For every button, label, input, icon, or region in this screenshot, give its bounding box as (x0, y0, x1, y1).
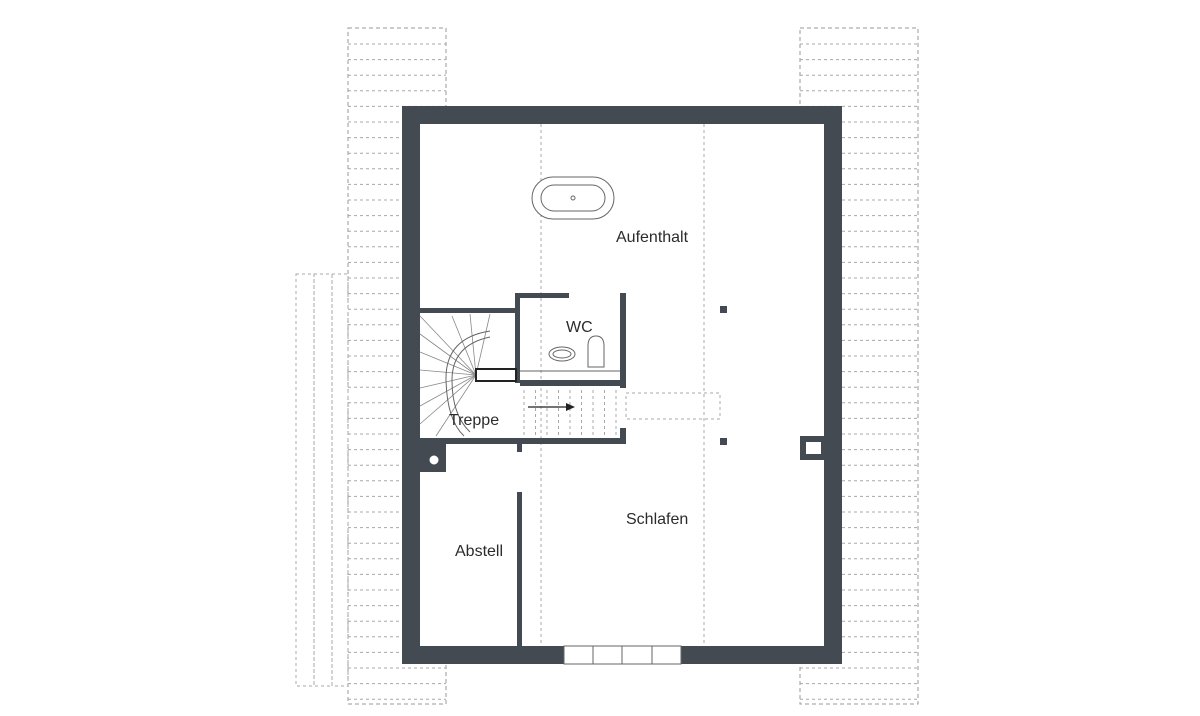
stair-winder (419, 333, 477, 376)
stair-winder (419, 374, 477, 389)
room-label-schlafen: Schlafen (626, 511, 688, 528)
interior-walls (420, 293, 727, 646)
window-bottom (563, 645, 682, 665)
roof-panel-left (347, 27, 447, 705)
stair-winder (451, 315, 477, 376)
roof-overhang-left (295, 273, 349, 687)
stair-winder (419, 374, 477, 407)
stair-arrow-icon (566, 403, 575, 411)
outer-walls (402, 106, 842, 664)
wc-fixtures (520, 335, 620, 372)
staircase (419, 313, 617, 437)
room-label-treppe: Treppe (449, 412, 499, 429)
stair-winder (419, 315, 477, 376)
stair-winder (419, 369, 477, 376)
bathtub (531, 176, 615, 220)
room-label-wc: WC (566, 319, 593, 336)
room-label-abstell: Abstell (455, 543, 503, 560)
chimney (420, 438, 446, 472)
wall-niche (800, 436, 824, 460)
stair-winder (469, 313, 477, 376)
room-label-aufenthalt: Aufenthalt (616, 229, 689, 246)
stair-winder (475, 313, 491, 376)
stair-winder (435, 374, 477, 437)
